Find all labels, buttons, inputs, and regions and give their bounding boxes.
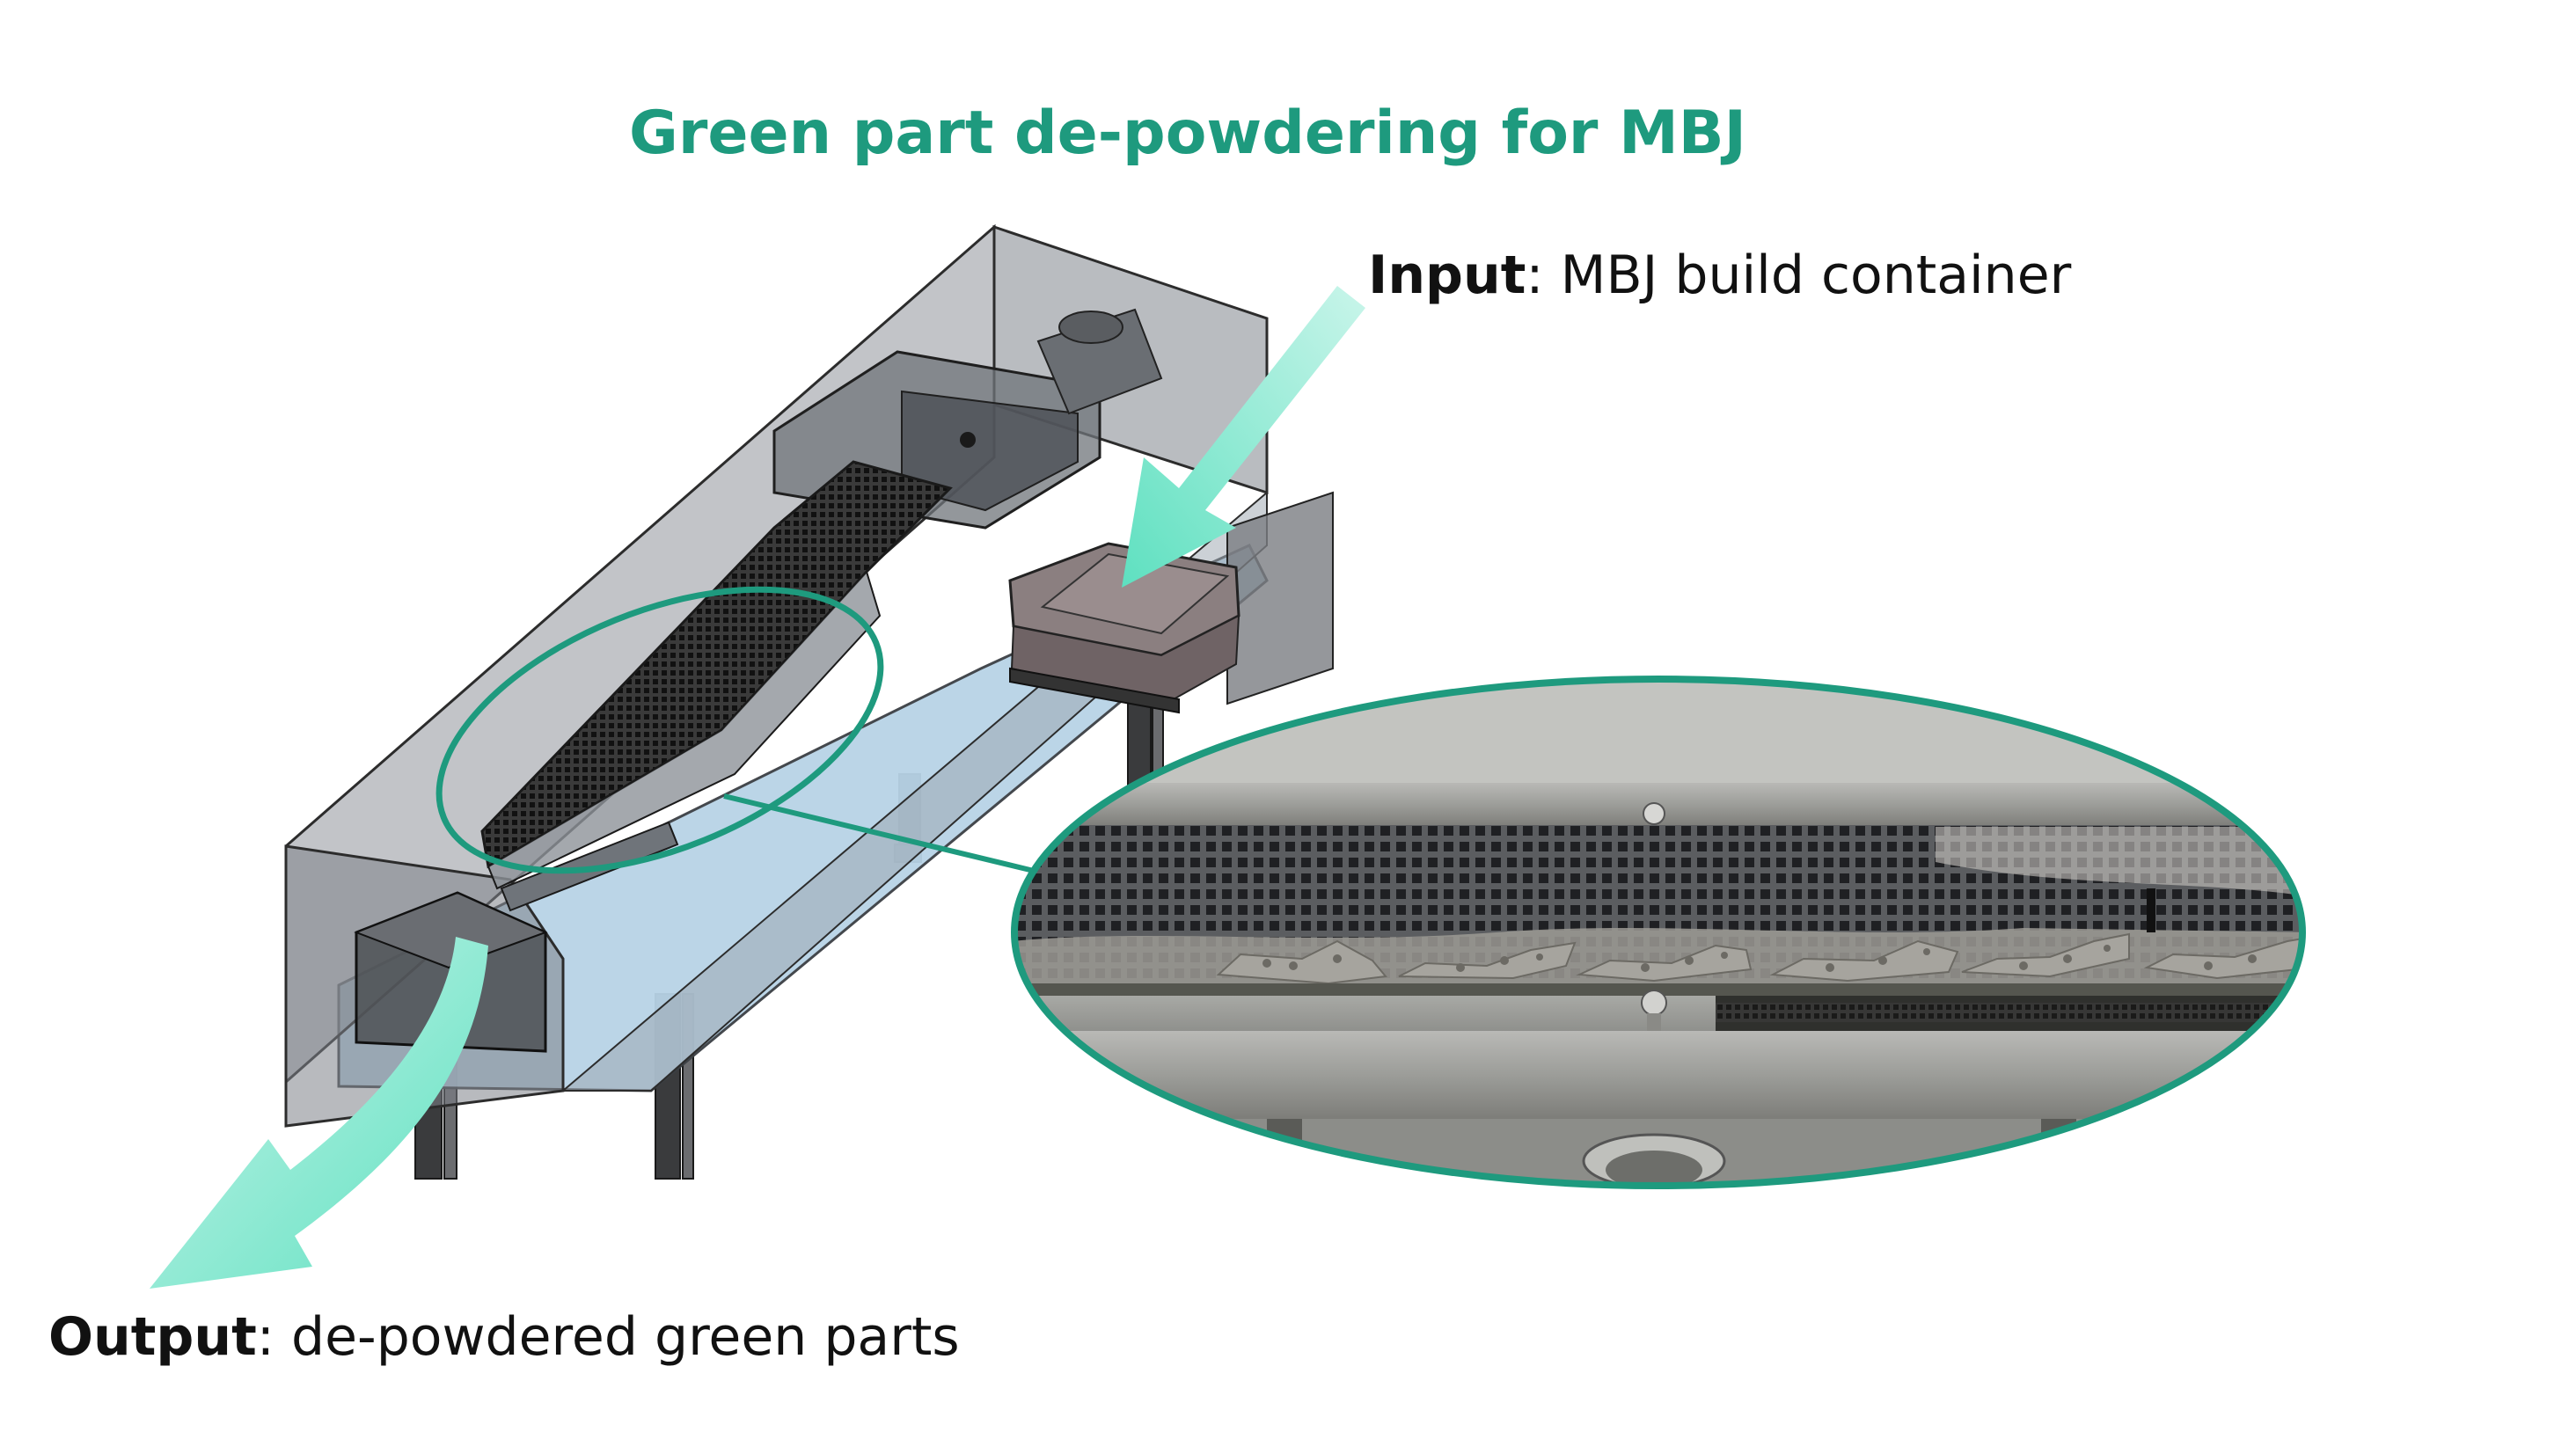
top-roller xyxy=(1036,308,1163,415)
output-callout: Output: de-powdered green parts xyxy=(48,1306,960,1368)
output-separator: : xyxy=(256,1306,274,1368)
conveyor-side-rail xyxy=(487,570,882,890)
green-part-2 xyxy=(1398,941,1577,980)
green-part-4 xyxy=(1769,939,1959,983)
output-arrow xyxy=(150,937,488,1289)
highlight-ellipse xyxy=(435,586,884,874)
input-arrow xyxy=(1122,286,1365,588)
build-container-drawer xyxy=(1008,491,1334,714)
page-title: Green part de-powdering for MBJ xyxy=(629,99,1746,168)
machine-model xyxy=(284,223,1334,1180)
zoom-frame xyxy=(1011,676,2306,1189)
zoom-detail xyxy=(1011,676,2306,1189)
output-text: de-powdered green parts xyxy=(274,1306,960,1368)
hopper-inner xyxy=(901,390,1079,512)
green-part-5 xyxy=(1961,932,2130,978)
input-label: Input xyxy=(1368,245,1526,306)
green-part-1 xyxy=(1216,939,1387,985)
green-parts xyxy=(1216,932,2302,985)
output-label: Output xyxy=(48,1306,257,1368)
green-part-3 xyxy=(1576,944,1753,983)
input-separator: : xyxy=(1526,245,1544,306)
input-callout: Input: MBJ build container xyxy=(1368,245,2071,306)
input-text: MBJ build container xyxy=(1543,245,2072,306)
zoom-connector-line xyxy=(723,793,1035,873)
